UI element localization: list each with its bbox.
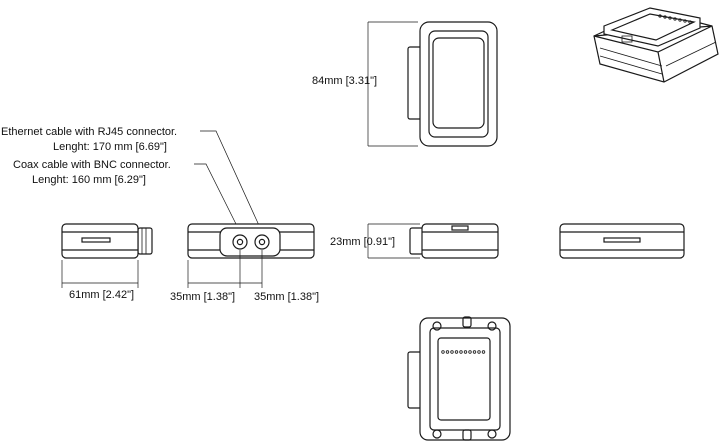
depth-label: 23mm [0.91"] [330,236,395,248]
rj45-offset-label: 35mm [1.38"] [254,291,319,303]
top-view [407,21,498,147]
ethernet-callout-line2: Lenght: 170 mm [6.69"] [53,141,167,153]
bnc-offset-label: 35mm [1.38"] [170,291,235,303]
isometric-view [593,7,719,83]
width-dimension: 61mm [2.42"] [61,260,139,301]
connector-offset-dimensions: 35mm [1.38"] 35mm [1.38"] [170,250,319,303]
coax-callout: Coax cable with BNC connector. Lenght: 1… [13,159,241,233]
coax-callout-line1: Coax cable with BNC connector. [13,159,171,171]
depth-dimension: 23mm [0.91"] [330,223,420,259]
bottom-view [407,316,511,441]
side-view-middle [409,223,499,259]
bnc-connector [232,234,248,250]
width-label: 61mm [2.42"] [69,289,134,301]
side-view-left [61,223,153,259]
coax-callout-line2: Lenght: 160 mm [6.29"] [32,174,146,186]
rj45-connector [254,234,270,250]
ethernet-callout-line1: Ethernet cable with RJ45 connector. [1,126,177,138]
ethernet-callout: Ethernet cable with RJ45 connector. Leng… [1,126,263,233]
connector-view [187,223,315,259]
side-view-right [559,223,685,259]
height-label: 84mm [3.31"] [312,75,377,87]
height-dimension: 84mm [3.31"] [312,21,418,147]
isometric-led-row [658,14,692,24]
bottom-led-row [441,350,486,354]
